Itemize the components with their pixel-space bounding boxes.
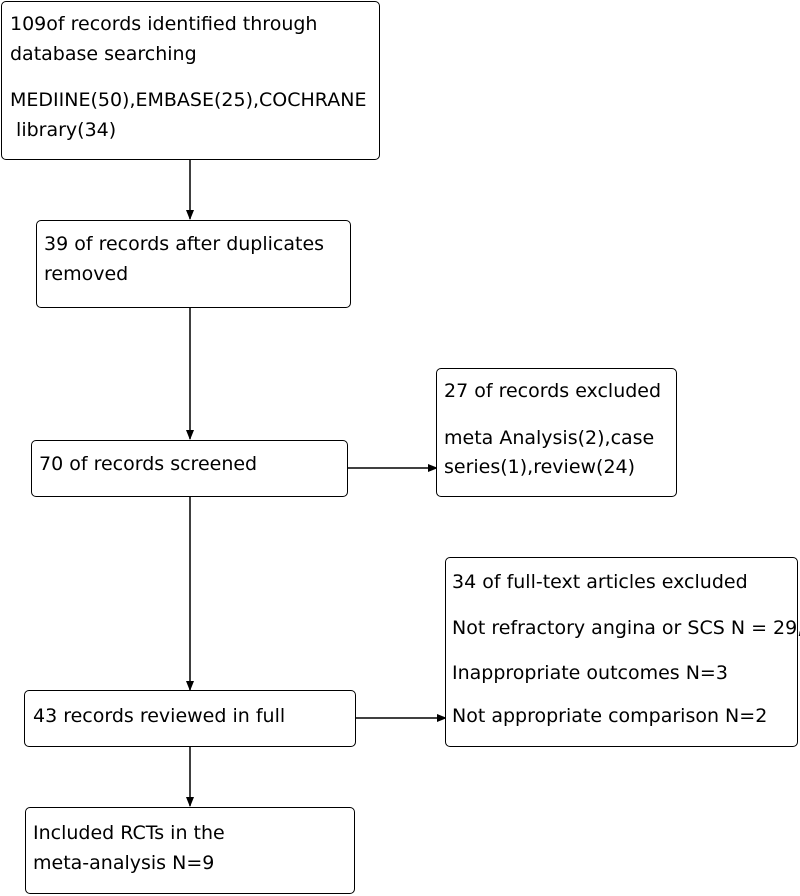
records-identified-text: 109of records identified through	[10, 13, 318, 35]
included-rcts-text-2: meta-analysis N=9	[33, 852, 215, 874]
after-duplicates-text-2: removed	[44, 263, 129, 285]
database-breakdown-text-2: library(34)	[10, 119, 117, 141]
after-duplicates-text: 39 of records after duplicates	[44, 233, 325, 255]
full-text-excluded-text: 34 of full-text articles excluded	[452, 571, 748, 593]
records-screened-text: 70 of records screened	[39, 453, 258, 475]
full-text-excluded-box: 34 of full-text articles excluded Not re…	[445, 557, 800, 747]
database-breakdown-text: MEDIINE(50),EMBASE(25),COCHRANE	[10, 89, 367, 111]
exclusion-reasons-text-2: series(1),review(24)	[444, 456, 636, 478]
records-identified-text-2: database searching	[10, 43, 197, 65]
records-excluded-text: 27 of records excluded	[444, 380, 662, 402]
records-screened-box: 70 of records screened	[31, 440, 348, 497]
inappropriate-outcomes-text: Inappropriate outcomes N=3	[452, 662, 728, 684]
records-reviewed-box: 43 records reviewed in full	[24, 690, 356, 747]
records-after-duplicates-box: 39 of records after duplicates removed	[36, 220, 351, 308]
records-reviewed-text: 43 records reviewed in full	[33, 705, 286, 727]
records-identified-box: 109of records identified through databas…	[1, 1, 380, 160]
not-appropriate-comparison-text: Not appropriate comparison N=2	[452, 705, 768, 727]
included-rcts-text: Included RCTs in the	[33, 822, 225, 844]
not-refractory-text: Not refractory angina or SCS N = 29,	[452, 617, 800, 639]
exclusion-reasons-text: meta Analysis(2),case	[444, 427, 655, 449]
records-excluded-box: 27 of records excluded meta Analysis(2),…	[436, 368, 677, 497]
included-rcts-box: Included RCTs in the meta-analysis N=9	[25, 807, 355, 894]
